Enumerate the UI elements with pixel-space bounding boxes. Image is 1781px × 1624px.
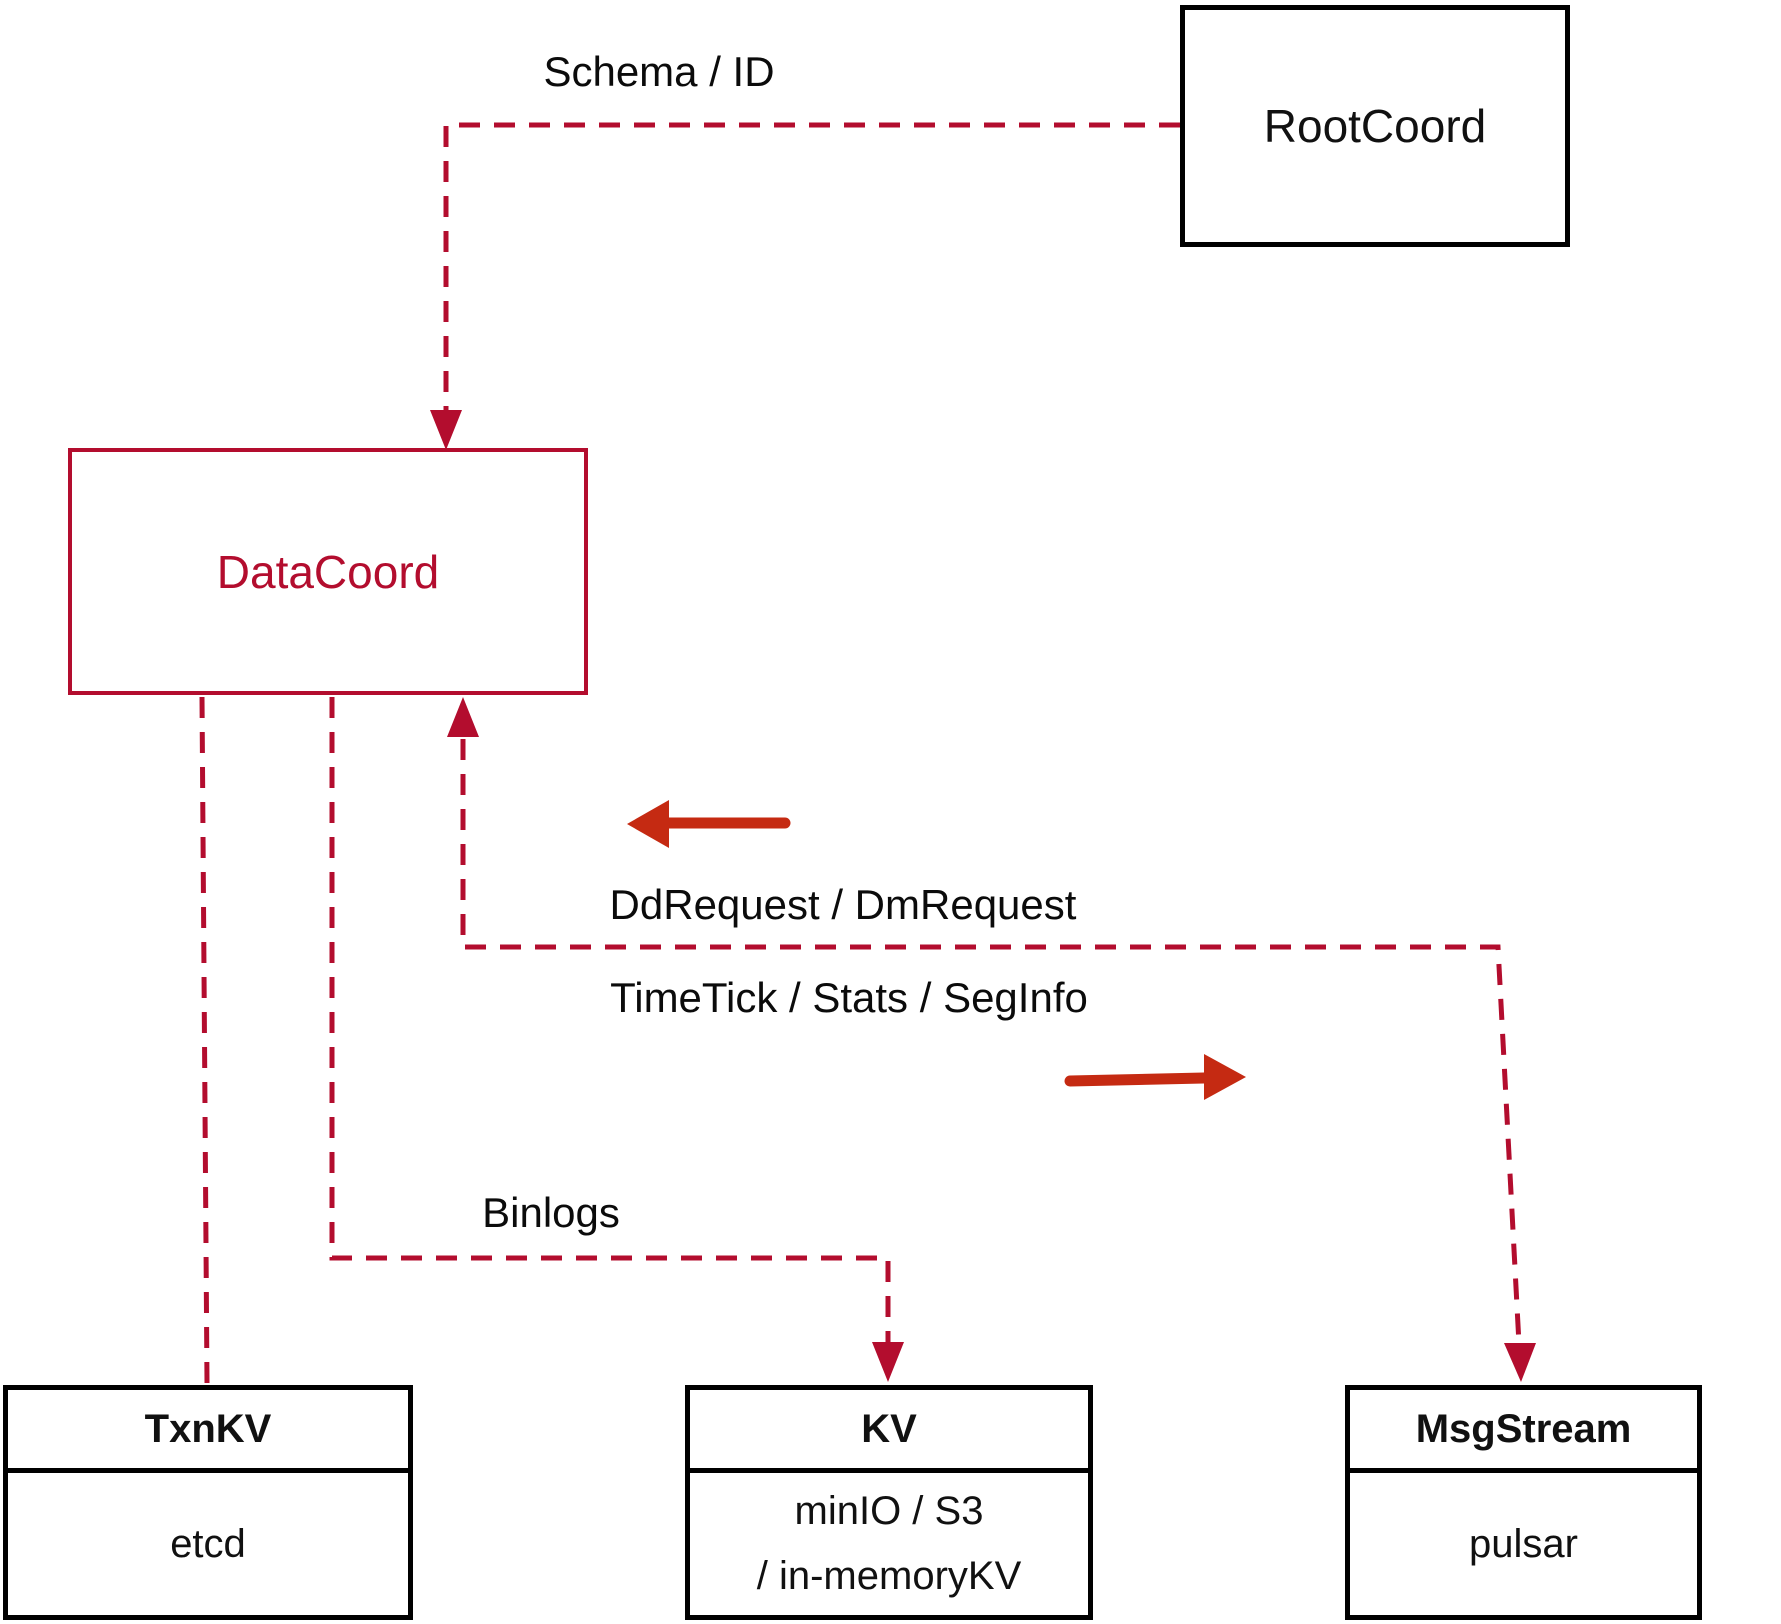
arrowhead-down-icon [1504, 1343, 1536, 1382]
txnkv-header: TxnKV [8, 1390, 408, 1473]
kv-body: minIO / S3 / in-memoryKV [690, 1473, 1088, 1615]
arrow-left-icon [627, 800, 791, 848]
datacoord-label: DataCoord [216, 545, 440, 598]
arrow-right-head [1204, 1054, 1246, 1100]
kv-body-line2: / in-memoryKV [756, 1554, 1022, 1598]
msgstream-body: pulsar [1350, 1473, 1697, 1615]
arrow-right-icon [1064, 1054, 1246, 1100]
edge-label-schema-id: Schema / ID [543, 48, 775, 95]
kv-box: KV minIO / S3 / in-memoryKV [685, 1385, 1093, 1620]
kv-title: KV [861, 1406, 917, 1451]
msgstream-header: MsgStream [1350, 1390, 1697, 1473]
msgstream-body-text: pulsar [1469, 1521, 1578, 1566]
arrow-left-head [627, 800, 669, 848]
arrowhead-up-icon [447, 697, 479, 737]
kv-body-line1: minIO / S3 [794, 1489, 984, 1534]
edge-msgstream-datacoord-line [460, 739, 1522, 1345]
datacoord-box: DataCoord [68, 448, 588, 695]
edge-label-ddrequest-dmrequest: DdRequest / DmRequest [609, 881, 1077, 928]
edge-binlogs-line [329, 697, 891, 1344]
edge-label-timetick-stats-seginfo: TimeTick / Stats / SegInfo [610, 974, 1088, 1021]
arrow-right-shaft [1064, 1072, 1210, 1087]
edge-label-binlogs: Binlogs [482, 1189, 620, 1236]
txnkv-box: TxnKV etcd [3, 1385, 413, 1620]
rootcoord-box: RootCoord [1180, 5, 1570, 247]
arrowhead-down-icon [872, 1342, 904, 1382]
kv-header: KV [690, 1390, 1088, 1473]
txnkv-body: etcd [8, 1473, 408, 1615]
rootcoord-label: RootCoord [1263, 100, 1487, 152]
edge-datacoord-txnkv-line [199, 696, 210, 1384]
edge-schema-id-line [443, 122, 1180, 412]
msgstream-title: MsgStream [1415, 1406, 1632, 1451]
txnkv-title: TxnKV [144, 1406, 272, 1451]
msgstream-box: MsgStream pulsar [1345, 1385, 1702, 1620]
txnkv-body-text: etcd [170, 1521, 246, 1566]
arrowhead-down-icon [430, 410, 462, 450]
